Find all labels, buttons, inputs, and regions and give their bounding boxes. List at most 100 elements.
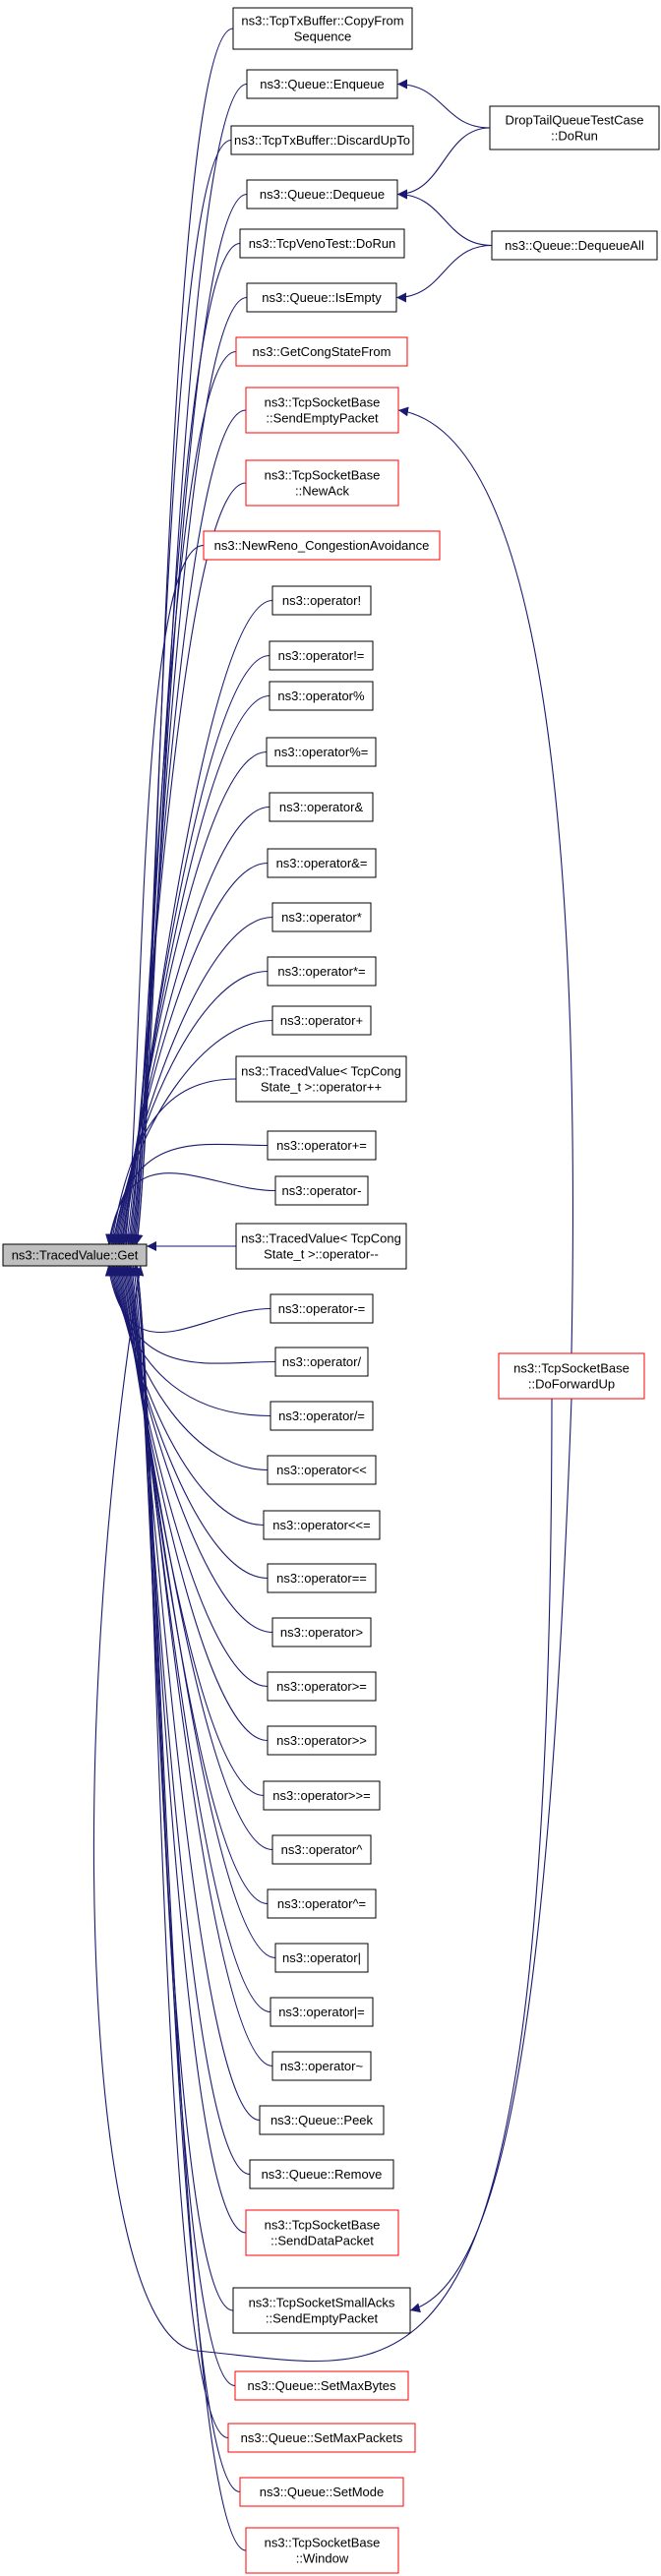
node-label-op-shr: ns3::operator>> [276,1733,367,1748]
node-box-copyfrom [232,7,413,50]
node-box-op-div [274,1347,369,1377]
edge-droptail-to-dequeue [396,127,491,200]
node-box-op-mul [271,902,372,932]
node-sendemptypacket[interactable]: ns3::TcpSocketBase::SendEmptyPacket [245,387,399,434]
node-op-not-bit[interactable]: ns3::operator~ [271,2051,372,2081]
node-box-congavoid [203,530,441,561]
node-op-mul[interactable]: ns3::operator* [271,902,372,932]
node-op-minuseq[interactable]: ns3::operator-= [270,1293,374,1324]
node-op-shr[interactable]: ns3::operator>> [267,1725,377,1756]
node-box-op-or [274,1943,369,1973]
node-vegasdorun[interactable]: ns3::TcpVenoTest::DoRun [239,228,405,259]
node-label-op-minuseq: ns3::operator-= [278,1301,366,1316]
node-box-op-muleq [267,956,377,987]
node-box-op-shr [267,1725,377,1756]
node-label-op-mul: ns3::operator* [281,910,362,925]
node-op-oreq[interactable]: ns3::operator|= [270,1997,374,2027]
node-label-op-inc-line-1: ns3::TracedValue< TcpCong [241,1064,401,1079]
node-op-not[interactable]: ns3::operator! [271,585,372,616]
node-op-neq[interactable]: ns3::operator!= [269,640,374,671]
node-label-doforwardup-line-2: ::DoForwardUp [528,1377,615,1392]
node-label-op-muleq: ns3::operator*= [277,964,365,979]
node-op-shleq[interactable]: ns3::operator<<= [263,1510,381,1540]
node-op-minus[interactable]: ns3::operator- [274,1175,369,1206]
node-label-op-and: ns3::operator& [279,800,364,814]
node-op-plus[interactable]: ns3::operator+ [271,1005,372,1036]
node-isempty[interactable]: ns3::Queue::IsEmpty [246,282,397,313]
node-doforwardup[interactable]: ns3::TcpSocketBase::DoForwardUp [498,1352,645,1400]
node-label-op-minus: ns3::operator- [282,1183,362,1198]
edge-op-oreq-to-root [122,1265,271,2013]
node-droptail[interactable]: DropTailQueueTestCase::DoRun [489,105,660,150]
node-setmaxbytes[interactable]: ns3::Queue::SetMaxBytes [234,2370,409,2401]
node-window[interactable]: ns3::TcpSocketBase::Window [245,2527,399,2574]
node-box-op-mod [269,681,374,711]
node-op-shl[interactable]: ns3::operator<< [267,1455,377,1485]
node-senddatapacket[interactable]: ns3::TcpSocketBase::SendDataPacket [245,2209,399,2256]
edge-senddatapacket-to-root [128,1265,247,2234]
edge-dequeueall-to-dequeue [396,189,493,247]
node-setmaxpackets[interactable]: ns3::Queue::SetMaxPackets [227,2423,416,2453]
edge-op-shr-to-root [115,1265,269,1742]
node-label-setmaxbytes: ns3::Queue::SetMaxBytes [247,2378,396,2393]
node-op-mod[interactable]: ns3::operator% [269,681,374,711]
node-label-op-div: ns3::operator/ [282,1354,362,1369]
node-box-op-inc [235,1055,407,1103]
node-box-peek [259,2105,385,2135]
node-op-pluseq[interactable]: ns3::operator+= [267,1130,377,1161]
edge-doforwardup-to-sendemptypacket [397,406,573,1354]
edge-peek-to-root [125,1265,261,2122]
node-box-discardupto [230,125,414,155]
node-label-op-modeq: ns3::operator%= [274,745,369,759]
node-discardupto[interactable]: ns3::TcpTxBuffer::DiscardUpTo [230,125,414,155]
node-getcongstatefrom[interactable]: ns3::GetCongStateFrom [235,336,408,367]
node-root[interactable]: ns3::TracedValue::Get [2,1243,148,1267]
node-dequeueall[interactable]: ns3::Queue::DequeueAll [491,230,658,261]
node-op-div[interactable]: ns3::operator/ [274,1347,369,1377]
node-op-gt[interactable]: ns3::operator> [271,1617,372,1647]
node-enqueue[interactable]: ns3::Queue::Enqueue [246,69,398,99]
node-box-op-xoreq [267,1888,377,1919]
node-op-and[interactable]: ns3::operator& [269,792,374,822]
node-op-shreq[interactable]: ns3::operator>>= [263,1780,381,1811]
node-box-dequeueall [491,230,658,261]
node-op-andeq[interactable]: ns3::operator&= [267,848,377,878]
node-smallacks[interactable]: ns3::TcpSocketSmallAcks::SendEmptyPacket [232,2287,411,2334]
node-setmode[interactable]: ns3::Queue::SetMode [239,2477,404,2507]
node-op-ge[interactable]: ns3::operator>= [267,1671,377,1702]
node-label-newack-line-2: ::NewAck [295,484,349,499]
node-box-droptail [489,105,660,150]
node-box-op-minuseq [270,1293,374,1324]
node-label-getcongstatefrom: ns3::GetCongStateFrom [253,344,391,359]
node-label-op-xoreq: ns3::operator^= [277,1896,366,1911]
node-label-root: ns3::TracedValue::Get [12,1248,139,1263]
node-newack[interactable]: ns3::TcpSocketBase::NewAck [245,459,399,507]
node-label-op-neq: ns3::operator!= [278,648,365,663]
node-peek[interactable]: ns3::Queue::Peek [259,2105,385,2135]
node-box-op-dec [235,1223,407,1270]
node-label-op-diveq: ns3::operator/= [278,1408,365,1423]
node-label-op-inc-line-2: State_t >::operator++ [261,1080,382,1095]
node-op-xoreq[interactable]: ns3::operator^= [267,1888,377,1919]
node-label-op-plus: ns3::operator+ [280,1013,363,1028]
node-box-window [245,2527,399,2574]
node-label-senddatapacket-line-1: ns3::TcpSocketBase [265,2218,381,2233]
node-box-setmaxbytes [234,2370,409,2401]
node-box-op-diveq [270,1401,374,1431]
node-op-diveq[interactable]: ns3::operator/= [270,1401,374,1431]
edge-op-gt-to-root [113,1265,273,1634]
nodes-layer: ns3::TracedValue::Get ns3::TcpTxBuffer::C… [2,7,660,2574]
edge-op-not-to-root [120,599,273,1245]
node-op-or[interactable]: ns3::operator| [274,1943,369,1973]
node-op-modeq[interactable]: ns3::operator%= [266,737,377,767]
node-op-muleq[interactable]: ns3::operator*= [267,956,377,987]
node-congavoid[interactable]: ns3::NewReno_CongestionAvoidance [203,530,441,561]
node-remove[interactable]: ns3::Queue::Remove [249,2159,394,2189]
node-op-xor[interactable]: ns3::operator^ [271,1834,372,1865]
node-dequeue[interactable]: ns3::Queue::Dequeue [246,179,398,210]
edge-op-not-bit-to-root [124,1265,273,2067]
node-op-eq[interactable]: ns3::operator== [267,1563,377,1593]
